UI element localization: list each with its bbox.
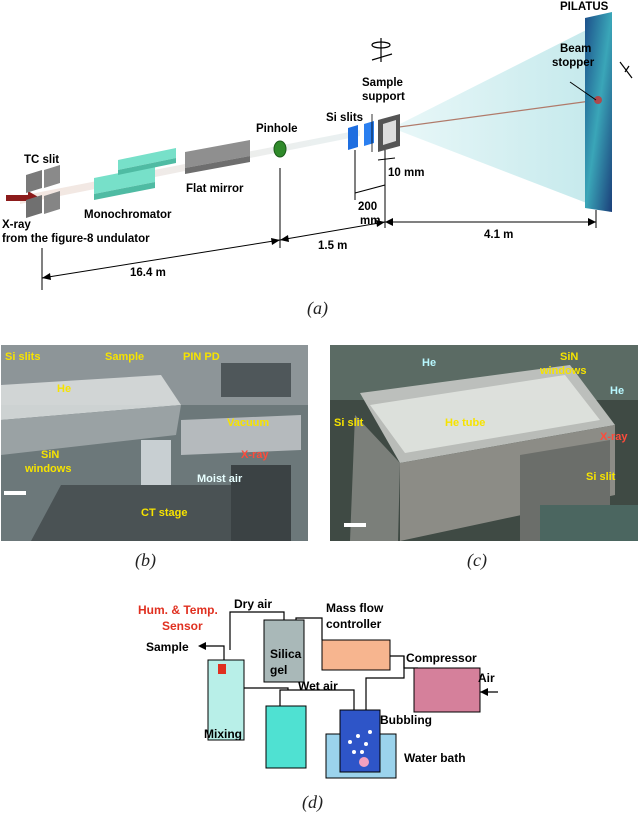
c-xray-label: X-ray <box>600 431 628 443</box>
photo-b: Si slits Sample PIN PD He Vacuum SiN win… <box>1 345 308 541</box>
tc-slit-label: TC slit <box>24 154 59 166</box>
b-sin-label-2: windows <box>25 463 72 475</box>
c-he-top-label: He <box>422 357 437 369</box>
b-he-label: He <box>57 383 72 395</box>
beam-stopper-label-1: Beam <box>560 43 591 55</box>
c-he-tube-label: He tube <box>445 417 486 429</box>
bubbles <box>348 730 372 754</box>
tc-slit <box>26 165 60 218</box>
d-mass-flow-label-2: controller <box>326 617 382 631</box>
c-si-slit-left-label: Si slit <box>334 417 364 429</box>
c-si-slit-right-label: Si slit <box>586 471 616 483</box>
dim-10mm-label: 10 mm <box>388 167 424 179</box>
sample-support <box>371 114 400 152</box>
d-dry-air-label: Dry air <box>234 597 272 611</box>
photo-c: He SiN windows He Si slit He tube X-ray … <box>330 345 638 541</box>
d-water-bath-label: Water bath <box>404 751 466 765</box>
d-bubbling-label: Bubbling <box>380 713 432 727</box>
beam-stopper <box>594 96 602 104</box>
d-hum-temp-label-1: Hum. & Temp. <box>138 603 218 617</box>
photo-c-illustration <box>330 345 638 541</box>
dim-16-4m-label: 16.4 m <box>130 267 166 279</box>
panel-b-caption: (b) <box>135 550 156 570</box>
dimension-arrowheads <box>42 218 596 280</box>
pilatus-detector <box>585 12 612 212</box>
pilatus-label: PILATUS <box>560 1 609 13</box>
flow-arrowheads <box>198 642 488 696</box>
flat-mirror-label: Flat mirror <box>186 183 244 195</box>
detector-move-arrows-icon <box>619 61 633 79</box>
si-slits-label: Si slits <box>326 112 363 124</box>
silica-gel-column <box>263 619 305 683</box>
c-sin-label-2: windows <box>540 365 587 377</box>
d-wet-air-label: Wet air <box>298 679 338 693</box>
pinhole-label: Pinhole <box>256 123 298 135</box>
d-sample-label: Sample <box>146 640 189 654</box>
d-mass-flow-label-1: Mass flow <box>326 601 384 615</box>
sample-support-label-1: Sample <box>362 77 403 89</box>
panel-d-caption: (d) <box>302 792 323 812</box>
b-pin-pd-label: PIN PD <box>183 351 220 363</box>
c-sin-label-1: SiN <box>560 351 579 363</box>
beam-stopper-label-2: stopper <box>552 57 595 69</box>
b-sample-label: Sample <box>105 351 145 363</box>
mass-flow-controller <box>321 639 391 671</box>
stir-bar <box>359 757 369 767</box>
xray-source-label: from the figure-8 undulator <box>2 233 150 245</box>
center-beam-line <box>391 99 599 129</box>
scattering-cone <box>392 18 610 212</box>
si-slits <box>348 121 374 150</box>
trap-vessel <box>265 705 307 769</box>
hum-temp-sensor <box>218 664 226 674</box>
panel-c-caption: (c) <box>467 550 487 570</box>
sample-support-label-2: support <box>362 91 405 103</box>
d-compressor-label: Compressor <box>406 651 477 665</box>
b-sin-label-1: SiN <box>41 449 60 461</box>
b-moist-air-label: Moist air <box>197 473 243 485</box>
flat-mirror <box>185 140 250 174</box>
c-he-right-label: He <box>610 385 625 397</box>
monochromator-label: Monochromator <box>84 209 172 221</box>
d-silica-label-2: gel <box>270 663 287 677</box>
b-ct-stage-label: CT stage <box>141 507 188 519</box>
photo-b-illustration <box>1 345 308 541</box>
d-silica-label-1: Silica <box>270 647 302 661</box>
xray-label: X-ray <box>2 219 31 231</box>
beamline-schematic: PILATUS Beam stopper Sample support Si s… <box>2 1 633 290</box>
b-si-slits-label: Si slits <box>5 351 41 363</box>
d-mixing-label: Mixing <box>204 727 242 741</box>
b-vacuum-label: Vacuum <box>227 417 270 429</box>
compressor <box>413 667 481 713</box>
d-hum-temp-label-2: Sensor <box>162 619 203 633</box>
rotation-axis-icon <box>371 38 393 62</box>
dim-4-1m-label: 4.1 m <box>484 229 513 241</box>
dim-200mm-label-1: 200 <box>358 201 377 213</box>
dim-200mm-label-2: mm <box>360 215 380 227</box>
panel-a-caption: (a) <box>307 298 328 318</box>
d-air-label: Air <box>478 671 495 685</box>
b-xray-label: X-ray <box>241 449 269 461</box>
pinhole <box>273 140 287 158</box>
monochromator-crystals <box>94 148 176 200</box>
dim-1-5m-label: 1.5 m <box>318 240 347 252</box>
dimension-lines <box>41 150 597 290</box>
